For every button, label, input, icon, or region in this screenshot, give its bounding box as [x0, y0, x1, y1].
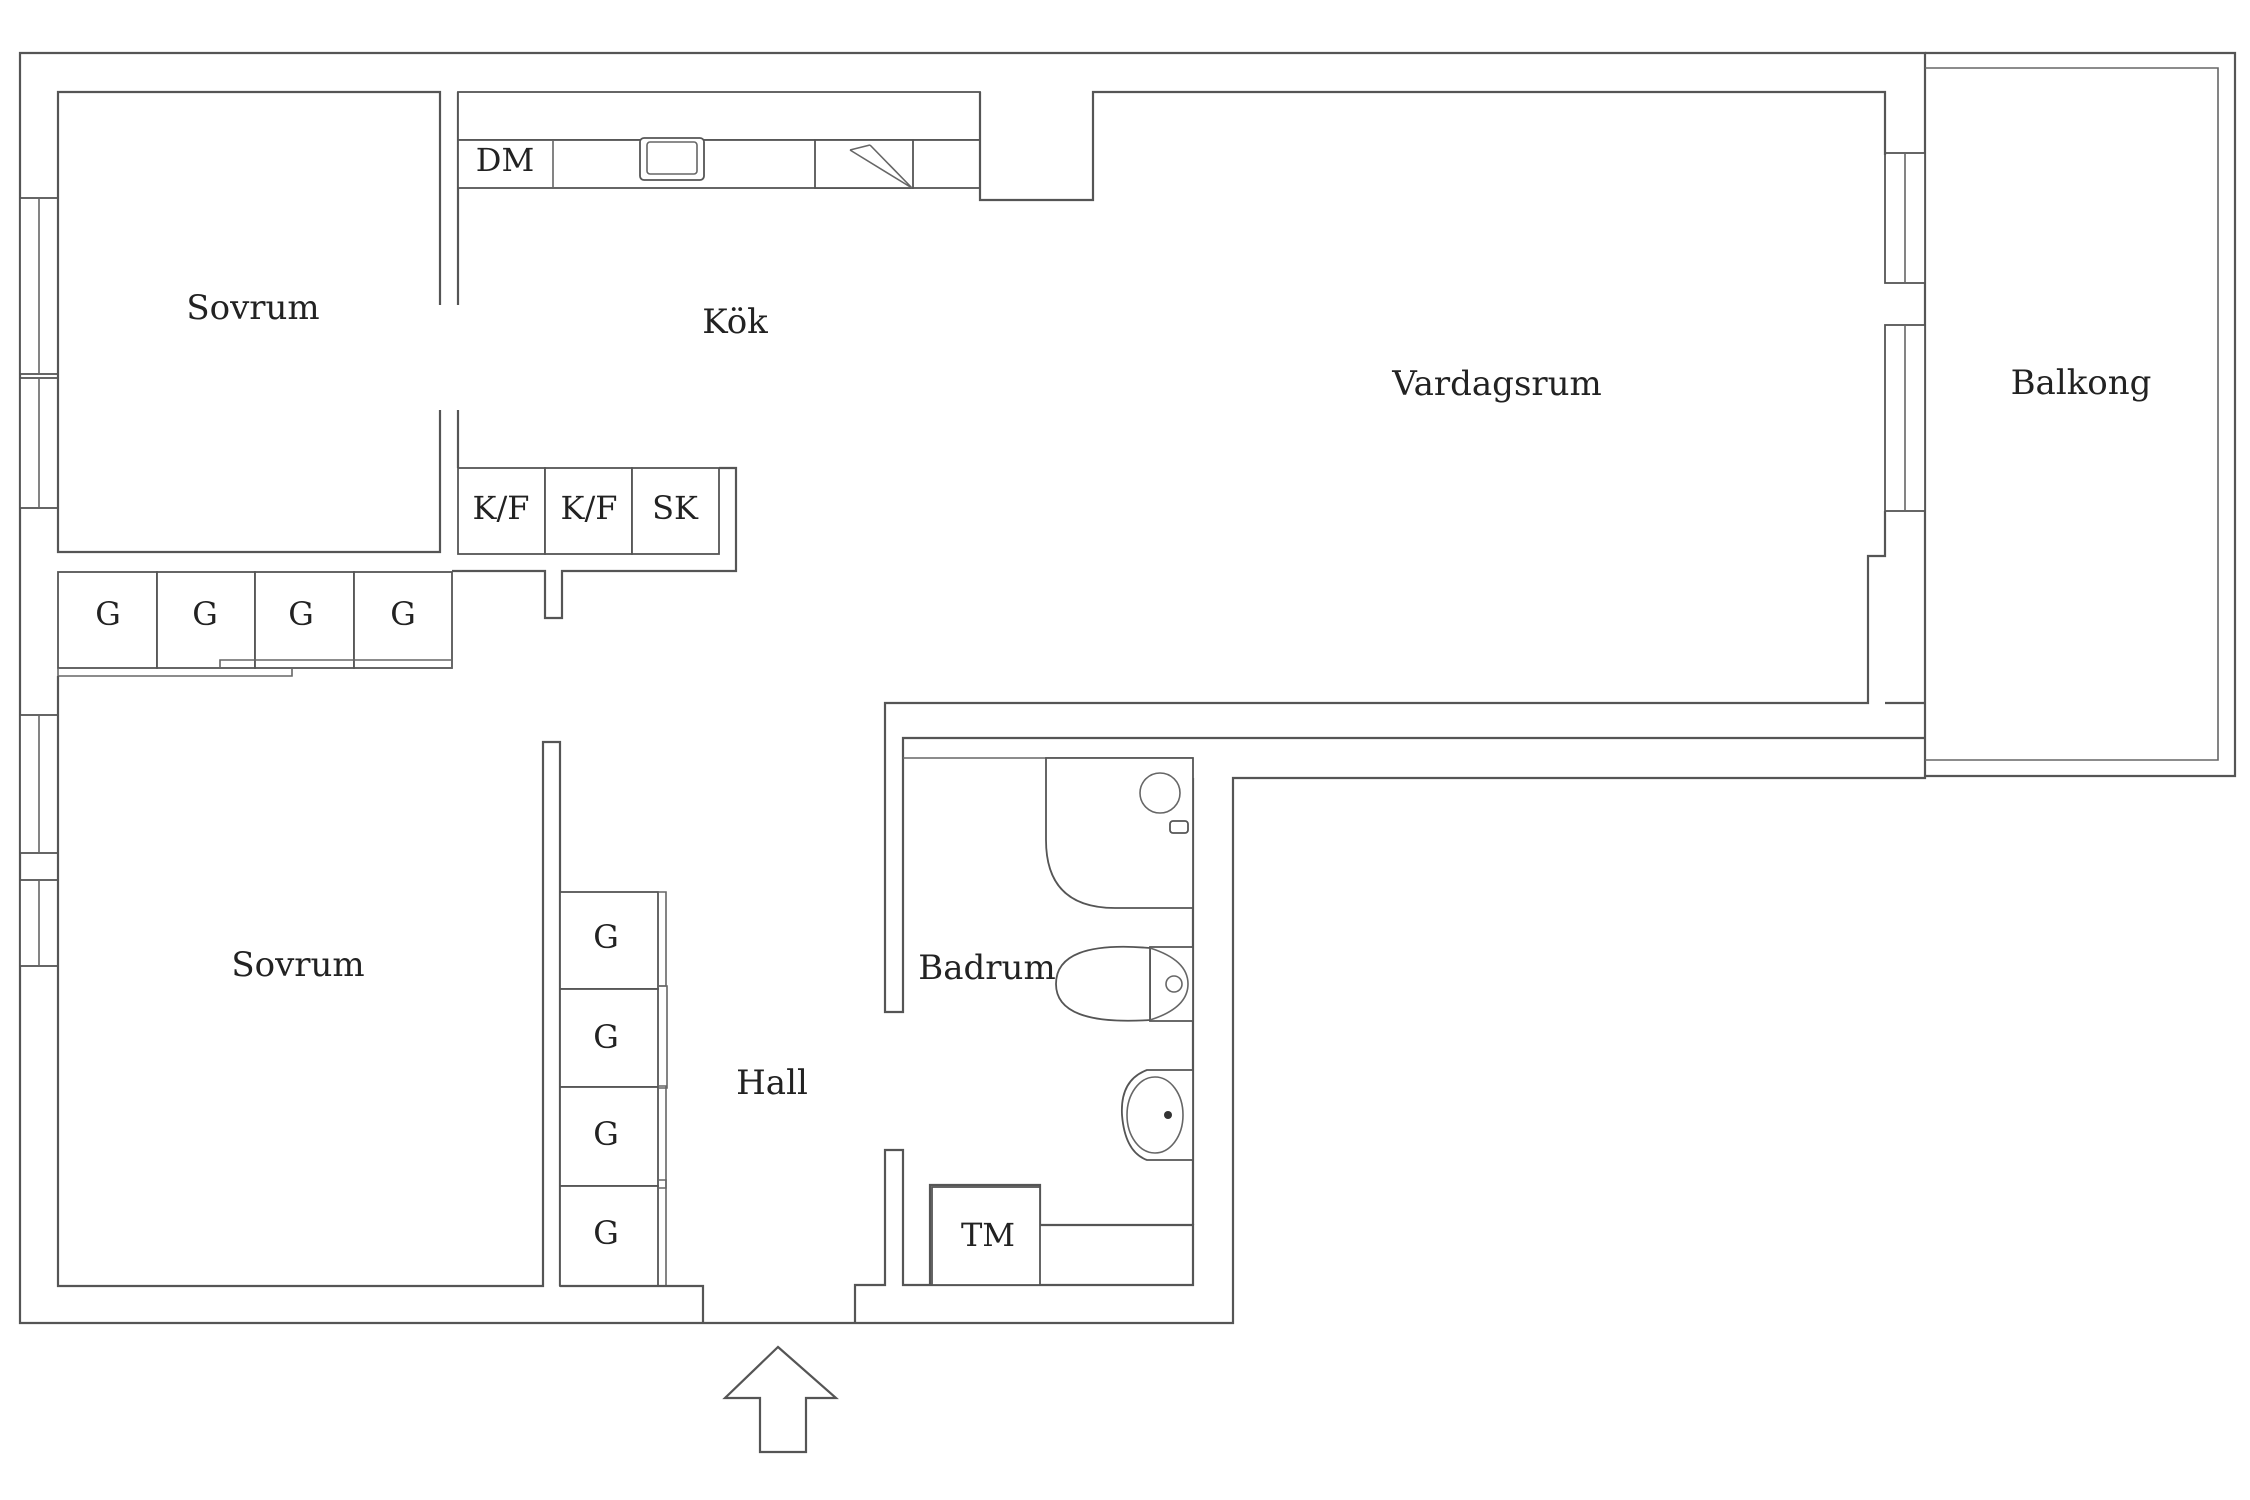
label-wardrobe: G: [593, 1115, 619, 1153]
outer-walls: [18, 51, 2237, 1325]
windows-right: [1884, 152, 1926, 512]
label-wardrobe: G: [390, 595, 416, 633]
living-lower-wall: [883, 511, 1925, 1014]
label-wardrobe: G: [593, 918, 619, 956]
wardrobes-top: [57, 571, 453, 677]
label-dishwasher: DM: [476, 141, 534, 179]
room-label-hall: Hall: [736, 1063, 808, 1103]
kitchen-counter: [457, 90, 1887, 202]
label-washing-machine: TM: [961, 1216, 1015, 1254]
bedroom-bottom: [56, 676, 562, 1288]
label-fridge-freezer-1: K/F: [473, 489, 530, 527]
room-label-balcony: Balkong: [2011, 363, 2152, 403]
label-wardrobe: G: [192, 595, 218, 633]
windows-left: [19, 197, 59, 967]
wardrobes-column: [559, 891, 705, 1323]
label-fridge-freezer-2: K/F: [561, 489, 618, 527]
room-label-bedroom-top: Sovrum: [186, 288, 319, 328]
room-label-kitchen: Kök: [702, 302, 768, 342]
sink: [1121, 1069, 1194, 1161]
label-wardrobe: G: [593, 1214, 619, 1252]
room-label-bathroom: Badrum: [918, 948, 1055, 988]
toilet: [1055, 945, 1194, 1022]
room-label-bedroom-bottom: Sovrum: [231, 945, 364, 985]
label-wardrobe: G: [95, 595, 121, 633]
kitchen-units: [452, 466, 738, 620]
washing-machine: [931, 1186, 1041, 1286]
room-label-living: Vardagsrum: [1391, 364, 1602, 404]
label-wardrobe: G: [593, 1018, 619, 1056]
label-wardrobe: G: [288, 595, 314, 633]
shower: [1045, 757, 1194, 909]
entrance-arrow-icon: [722, 1345, 839, 1454]
label-cabinet-sk: SK: [652, 489, 699, 527]
